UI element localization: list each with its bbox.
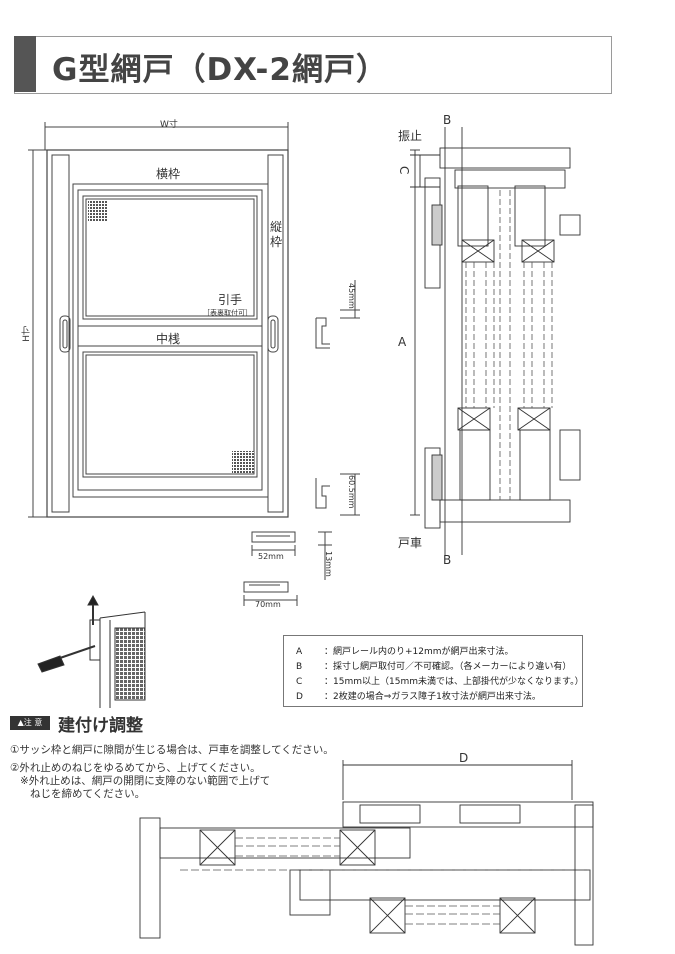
dim-45: 45mm — [347, 283, 356, 309]
stile-label: 縦枠 — [270, 220, 283, 249]
a-label: A — [398, 335, 407, 349]
notes-box: A：網戸レール内のり+12mmが網戸出来寸法。 B：採寸し網戸取付可／不可確認。… — [283, 635, 584, 707]
note-row-c: C：15mm以上（15mm未満では、上部掛代が少なくなります。） — [296, 677, 584, 687]
middle-rail — [77, 325, 263, 347]
dim-60-5: 60.5mm — [347, 475, 356, 509]
instruction-note-2: ねじを締めてください。 — [30, 788, 146, 800]
dim-70: 70mm — [255, 600, 281, 609]
b-top-label: B — [443, 113, 452, 127]
adjustment-illustration — [37, 594, 146, 708]
c-label: C — [397, 166, 411, 175]
door-outer-frame — [46, 149, 289, 518]
note-row-b: B：採寸し網戸取付可／不可確認。（各メーカーにより違い有） — [296, 662, 572, 672]
instruction-2: ②外れ止めのねじをゆるめてから、上げてください。 — [10, 762, 261, 774]
vertical-section — [410, 127, 581, 555]
adjustment-title: 建付け調整 — [58, 716, 143, 736]
handle-label: 引手 — [218, 293, 243, 307]
middle-rail-label: 中桟 — [156, 332, 181, 346]
upper-panel — [82, 195, 258, 320]
bottom-rail-section — [315, 478, 330, 509]
instruction-1: ①サッシ枠と網戸に隙間が生じる場合は、戸車を調整してください。 — [10, 744, 334, 756]
b-bottom-label: B — [443, 553, 452, 567]
instruction-note-1: ※外れ止めは、網戸の開閉に支障のない範囲で上げて — [20, 775, 271, 787]
stile-section-70 — [243, 581, 289, 593]
dim-13: 13mm — [324, 551, 333, 577]
plan-d-label: D — [459, 751, 469, 765]
top-rail-label: 横枠 — [156, 167, 181, 181]
lower-panel — [82, 351, 258, 478]
handle-note: ［表裏取付可］ — [203, 309, 252, 317]
top-stop-label: 振止 — [398, 129, 423, 143]
roller-label: 戸車 — [398, 536, 423, 550]
title-box — [14, 36, 612, 94]
height-label: H寸 — [22, 326, 32, 342]
title-accent-bar — [14, 36, 36, 92]
dim-52: 52mm — [258, 552, 284, 561]
left-handle — [59, 315, 71, 353]
note-row-d: D：2枚建の場合⇒ガラス障子1枚寸法が網戸出来寸法。 — [296, 692, 541, 702]
page-title: G型網戸（DX-2網戸） — [52, 52, 388, 88]
stile-section-52 — [251, 531, 296, 543]
width-label: W寸 — [160, 120, 178, 130]
note-row-a: A：網戸レール内のり+12mmが網戸出来寸法。 — [296, 647, 514, 657]
top-rail-section — [315, 317, 330, 349]
right-handle — [267, 315, 279, 353]
left-stile — [51, 154, 70, 513]
mesh-pattern — [88, 201, 254, 473]
caution-badge: ▲注 意 — [10, 716, 50, 730]
